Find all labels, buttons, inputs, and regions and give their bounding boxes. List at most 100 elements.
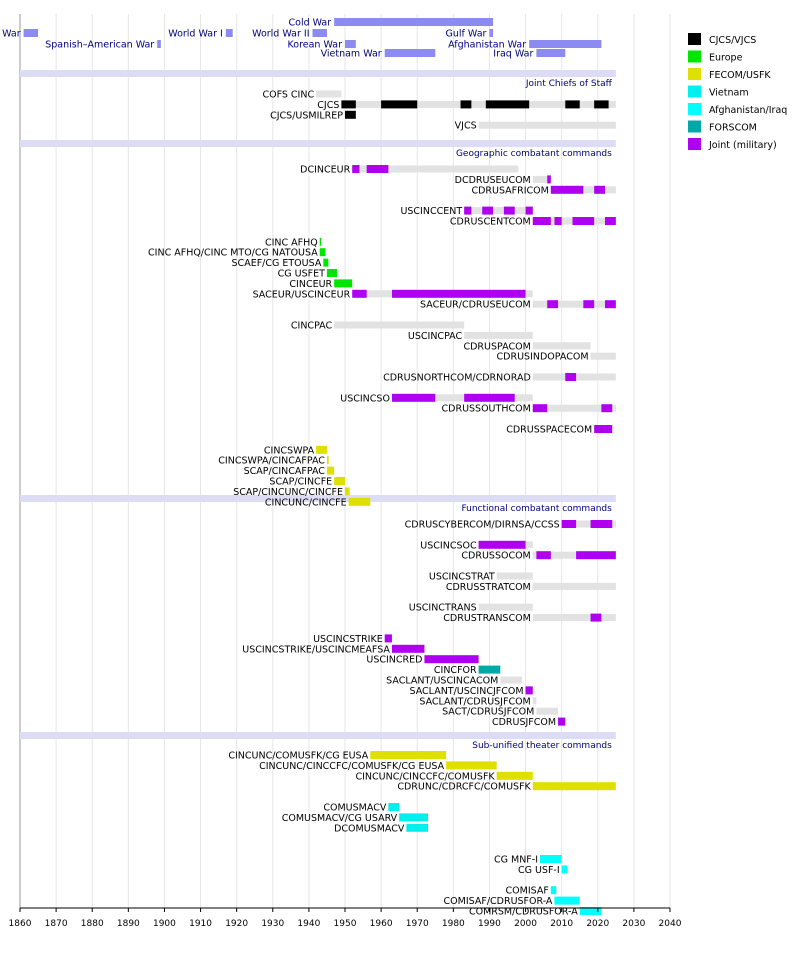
tenure-bar-0-1-3 (485, 100, 530, 109)
war-label-0: Civil War (0, 29, 21, 40)
inactive-bar-2-5-0 (496, 572, 533, 580)
legend: CJCS/VJCSEuropeFECOM/USFKVietnamAfghanis… (688, 33, 787, 151)
tenure-bar-1-4-0 (464, 206, 472, 215)
legend-swatch-fecom (688, 68, 701, 80)
war-bar-7 (489, 29, 494, 37)
row-label-3-11: CG USF-I (518, 865, 560, 876)
inactive-bar-1-17-0 (532, 342, 591, 350)
row-label-0-3: VJCS (455, 121, 477, 132)
x-tick-label-2000: 2000 (514, 919, 537, 929)
row-label-3-3: CDRUNC/CDRCFC/COMUSFK (397, 782, 531, 793)
section-band-3 (20, 732, 616, 739)
x-tick-label-1870: 1870 (45, 919, 68, 929)
legend-swatch-forscom (688, 120, 701, 133)
war-label-8: Afghanistan War (448, 40, 526, 51)
legend-label-afghan: Afghanistan/Iraq (709, 105, 787, 116)
tenure-bar-2-14-0 (478, 665, 501, 674)
tenure-bar-2-11-0 (384, 634, 392, 643)
legend-label-joint: Joint (military) (708, 140, 777, 151)
tenure-bar-1-22-0 (391, 393, 436, 402)
tenure-bar-1-0-0 (352, 165, 360, 173)
war-label-4: Cold War (289, 18, 332, 29)
legend-swatch-europe (688, 50, 701, 63)
war-bar-9 (536, 49, 566, 57)
tenure-bar-1-11-0 (334, 279, 353, 288)
tenure-bar-1-32-0 (348, 497, 371, 506)
tenure-bar-2-19-0 (558, 717, 566, 726)
x-tick-label-2030: 2030 (622, 919, 645, 929)
row-label-1-31: SCAP/CINCUNC/CINCFE (233, 487, 343, 498)
x-tick-label-2020: 2020 (586, 919, 609, 929)
row-label-1-27: CINCSWPA (264, 445, 315, 456)
tenure-bar-1-23-1 (601, 404, 613, 413)
war-bar-1 (157, 40, 161, 48)
x-tick-label-1880: 1880 (81, 919, 104, 929)
row-label-2-11: USCINCSTRIKE (313, 634, 383, 645)
row-label-2-18: SACT/CDRUSJFCOM (442, 707, 534, 718)
tenure-bar-1-5-0 (532, 217, 551, 225)
war-bar-8 (529, 40, 602, 48)
row-label-1-28: CINCSWPA/CINCAFPAC (218, 456, 325, 467)
legend-swatch-cjcs (688, 33, 701, 45)
tenure-bar-3-13-0 (550, 886, 557, 895)
x-tick-label-1980: 1980 (442, 919, 465, 929)
row-label-1-22: USCINCSO (340, 393, 390, 404)
x-tick-label-1900: 1900 (153, 919, 176, 929)
tenure-bar-1-29-0 (326, 466, 335, 475)
section-title-0: Joint Chiefs of Staff (525, 79, 613, 89)
war-bar-2 (225, 29, 233, 37)
tenure-bar-1-28-0 (326, 456, 329, 465)
x-tick-label-1990: 1990 (478, 919, 501, 929)
tenure-bar-1-31-0 (345, 487, 350, 496)
row-label-3-10: CG MNF-I (494, 855, 538, 866)
x-tick-label-1950: 1950 (334, 919, 357, 929)
row-label-2-5: USCINCSTRAT (429, 572, 495, 583)
tenure-bar-1-20-0 (565, 373, 577, 381)
tenure-bar-1-23-0 (532, 404, 548, 413)
row-label-1-7: CINC AFHQ (265, 237, 318, 248)
legend-label-vietnam: Vietnam (709, 88, 749, 99)
row-label-1-25: CDRUSSPACECOM (506, 425, 592, 436)
legend-swatch-afghan (688, 103, 701, 115)
row-label-1-18: CDRUSINDOPACOM (497, 352, 589, 363)
tenure-bar-0-1-1 (381, 100, 418, 109)
row-label-1-8: CINC AFHQ/CINC MTO/CG NATOUSA (148, 248, 318, 259)
tenure-bar-2-16-0 (525, 686, 533, 695)
inactive-bar-1-18-0 (590, 352, 616, 360)
x-tick-label-1930: 1930 (261, 919, 284, 929)
inactive-bar-0-3-0 (478, 121, 616, 129)
tenure-bar-3-6-0 (399, 813, 429, 822)
legend-label-cjcs: CJCS/VJCS (709, 35, 756, 46)
row-label-1-0: DCINCEUR (300, 165, 350, 176)
inactive-bar-2-15-0 (500, 676, 522, 684)
inactive-bar-2-18-0 (536, 707, 559, 715)
war-bar-3 (312, 29, 327, 37)
tenure-bar-1-7-0 (319, 237, 322, 246)
tenure-bar-1-2-0 (550, 185, 584, 194)
row-label-0-1: CJCS (317, 100, 339, 111)
inactive-bar-0-1-0 (341, 100, 616, 108)
tenure-bar-1-0-1 (366, 165, 389, 173)
inactive-bar-2-3-0 (532, 551, 616, 559)
tenure-bar-0-1-0 (341, 100, 356, 109)
row-label-0-0: COFS CINC (262, 90, 314, 101)
tenure-bar-1-30-0 (334, 477, 345, 485)
row-label-2-2: USCINCSOC (420, 540, 477, 551)
tenure-bar-1-13-0 (547, 300, 559, 309)
row-label-3-2: CINCUNC/CINCCFC/COMUSFK (355, 771, 495, 782)
tenure-bar-1-1-0 (547, 175, 551, 184)
inactive-bar-2-8-0 (478, 603, 533, 611)
inactive-bar-1-23-0 (532, 404, 616, 412)
row-label-1-32: CINCUNC/CINCFE (265, 497, 347, 508)
row-label-0-2: CJCS/USMILREP (270, 110, 343, 121)
section-band-2 (20, 495, 616, 502)
row-label-2-9: CDRUSTRANSCOM (443, 613, 531, 624)
tenure-bar-2-0-0 (561, 520, 577, 528)
row-label-2-14: CINCFOR (434, 665, 477, 676)
inactive-bar-1-1-0 (532, 175, 548, 183)
inactive-bar-1-4-0 (464, 207, 533, 215)
row-label-2-0: CDRUSCYBERCOM/DIRNSA/CCSS (405, 520, 560, 531)
tenure-bar-3-5-0 (388, 803, 400, 811)
